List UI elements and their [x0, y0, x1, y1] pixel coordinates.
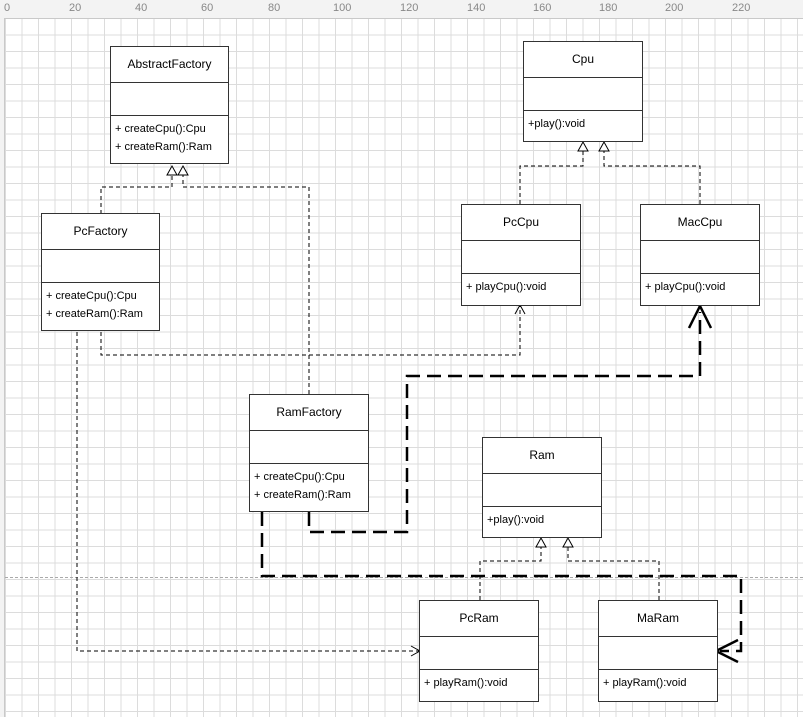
ruler-tick: 80: [268, 2, 281, 14]
class-name: Cpu: [524, 42, 642, 78]
class-name: MaRam: [599, 601, 717, 637]
class-name: Ram: [483, 438, 601, 474]
realization-pcfactory-abstractfactory[interactable]: [100, 170, 173, 214]
realization-pccpu-cpu[interactable]: [519, 151, 584, 204]
ruler-tick: 0: [4, 2, 11, 14]
realization-maram-ram[interactable]: [567, 547, 660, 600]
operation: + createRam():Ram: [254, 489, 351, 501]
realization-pcram-ram[interactable]: [479, 547, 542, 600]
ruler-tick: 100: [333, 2, 352, 14]
operation: + playRam():void: [603, 677, 687, 689]
horizontal-ruler: 0 20 40 60 80 100 120 140 160 180 200 22…: [0, 0, 803, 19]
hollow-arrowhead: [177, 164, 189, 176]
ruler-tick: 140: [467, 2, 486, 14]
class-pc-ram[interactable]: PcRam + playRam():void: [419, 600, 539, 702]
operation: + createCpu():Cpu: [115, 123, 206, 135]
class-name: AbstractFactory: [111, 47, 228, 83]
class-attributes: [42, 250, 159, 283]
operation: + createCpu():Cpu: [254, 471, 345, 483]
class-pc-cpu[interactable]: PcCpu + playCpu():void: [461, 204, 581, 306]
class-name: PcFactory: [42, 214, 159, 250]
class-attributes: [524, 78, 642, 111]
dependency-ramfactory-maram[interactable]: [260, 512, 743, 653]
class-mac-cpu[interactable]: MacCpu + playCpu():void: [640, 204, 760, 306]
page-break-line: [0, 577, 803, 578]
operation: +play():void: [487, 514, 545, 526]
ruler-tick: 40: [135, 2, 148, 14]
hollow-arrowhead: [166, 164, 178, 176]
class-operations: +play():void: [483, 507, 601, 529]
class-operations: +play():void: [524, 111, 642, 133]
class-name: RamFactory: [250, 395, 368, 431]
class-attributes: [111, 83, 228, 116]
class-pc-factory[interactable]: PcFactory + createCpu():Cpu + createRam(…: [41, 213, 160, 331]
class-ram-factory[interactable]: RamFactory + createCpu():Cpu + createRam…: [249, 394, 369, 512]
operation: + playCpu():void: [466, 281, 547, 293]
ruler-tick: 220: [732, 2, 751, 14]
class-operations: + createCpu():Cpu + createRam():Ram: [42, 283, 159, 323]
realization-maccpu-cpu[interactable]: [603, 151, 701, 204]
hollow-arrowhead: [562, 536, 574, 548]
ruler-tick: 200: [665, 2, 684, 14]
open-arrowhead-large: [687, 303, 713, 329]
realization-ramfactory-abstractfactory[interactable]: [182, 175, 310, 394]
class-name: PcRam: [420, 601, 538, 637]
dependency-pcfactory-pccpu[interactable]: [100, 306, 521, 356]
operation: +play():void: [528, 118, 586, 130]
class-operations: + playCpu():void: [462, 274, 580, 296]
class-attributes: [483, 474, 601, 507]
class-operations: + playCpu():void: [641, 274, 759, 296]
hollow-arrowhead: [577, 140, 589, 152]
vertical-ruler: [0, 18, 5, 717]
class-name: MacCpu: [641, 205, 759, 241]
operation: + createRam():Ram: [115, 141, 212, 153]
class-abstract-factory[interactable]: AbstractFactory + createCpu():Cpu + crea…: [110, 46, 229, 164]
class-ma-ram[interactable]: MaRam + playRam():void: [598, 600, 718, 702]
ruler-tick: 60: [201, 2, 214, 14]
operation: + createCpu():Cpu: [46, 290, 137, 302]
operation: + createRam():Ram: [46, 308, 143, 320]
dependency-ramfactory-maccpu[interactable]: [307, 312, 702, 534]
class-operations: + playRam():void: [599, 670, 717, 692]
class-attributes: [420, 637, 538, 670]
class-name: PcCpu: [462, 205, 580, 241]
class-attributes: [641, 241, 759, 274]
ruler-tick: 120: [400, 2, 419, 14]
hollow-arrowhead: [535, 536, 547, 548]
class-attributes: [250, 431, 368, 464]
class-operations: + createCpu():Cpu + createRam():Ram: [250, 464, 368, 504]
class-operations: + playRam():void: [420, 670, 538, 692]
hollow-arrowhead: [598, 140, 610, 152]
ruler-tick: 20: [69, 2, 82, 14]
operation: + playRam():void: [424, 677, 508, 689]
class-ram[interactable]: Ram +play():void: [482, 437, 602, 538]
class-attributes: [462, 241, 580, 274]
class-cpu[interactable]: Cpu +play():void: [523, 41, 643, 142]
class-operations: + createCpu():Cpu + createRam():Ram: [111, 116, 228, 156]
ruler-tick: 160: [533, 2, 552, 14]
ruler-tick: 180: [599, 2, 618, 14]
operation: + playCpu():void: [645, 281, 726, 293]
dependency-pcfactory-pcram[interactable]: [76, 332, 419, 652]
class-attributes: [599, 637, 717, 670]
